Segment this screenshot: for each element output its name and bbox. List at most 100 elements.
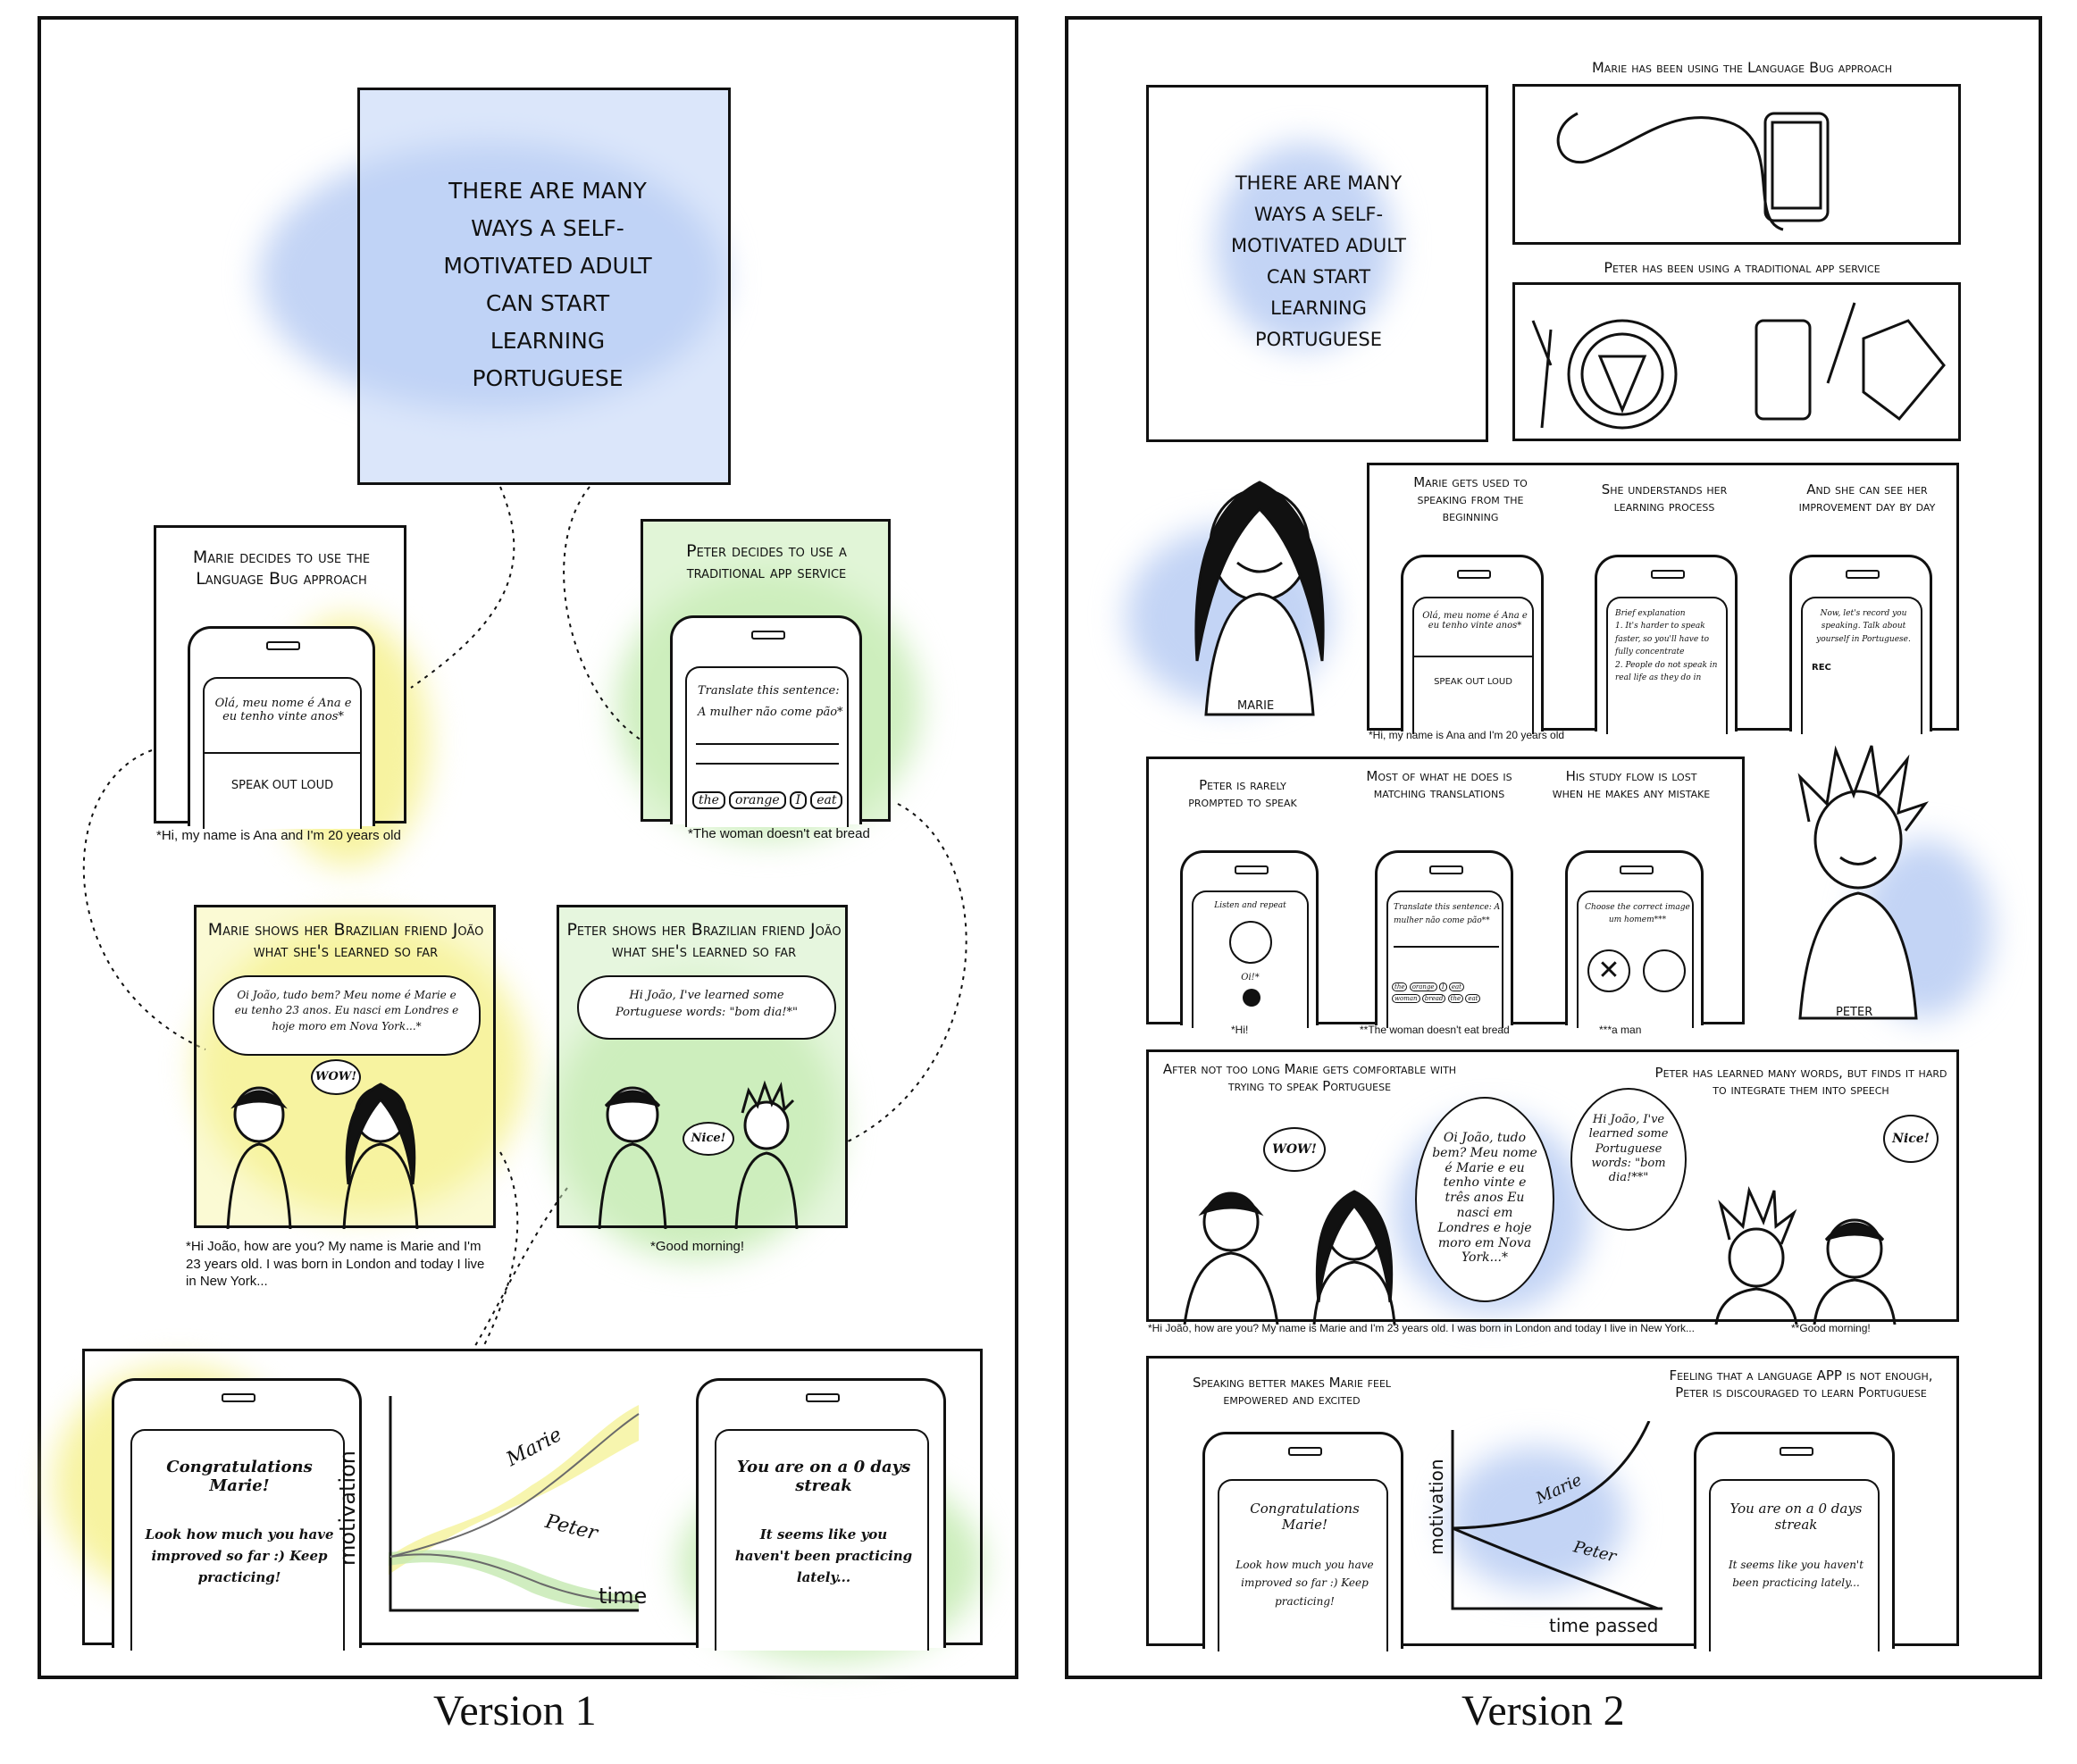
v1-word-chip[interactable]: orange [728, 791, 786, 809]
v2-final-left-heading: Speaking better makes Marie feel empower… [1192, 1375, 1392, 1408]
v1-marie-shows-panel: Marie shows her Brazilian friend João wh… [194, 905, 496, 1229]
v2-table-items-illustration [1531, 302, 1946, 430]
v2-marie-row-speak-button[interactable]: SPEAK OUT LOUD [1434, 677, 1512, 687]
v1-marie-speech-bubble: Oi João, tudo bem? Meu nome é Marie e eu… [213, 975, 481, 1056]
v2-peter-row-phone-2: Translate this sentence: A mulher não co… [1375, 850, 1513, 1028]
v1-word-chip[interactable]: the [692, 791, 725, 809]
v2-marie-character [1194, 481, 1325, 716]
v2-peter-row-caption-1: *Hi! [1231, 1024, 1249, 1036]
v1-final-panel: Congratulations Marie! Look how much you… [82, 1349, 983, 1651]
v1-streak-phone: You are on a 0 days streak It seems like… [696, 1378, 946, 1651]
v1-peter-phone-screen: Translate this sentence: A mulher não co… [685, 666, 849, 827]
v2-marie-speech-bubble: Oi João, tudo bem? Meu nome é Marie e eu… [1415, 1097, 1554, 1302]
v2-peter-row-heading-3: His study flow is lost when he makes any… [1552, 768, 1711, 801]
v2-peter-speech-bubble: Hi João, I've learned some Portuguese wo… [1570, 1088, 1687, 1231]
v1-marie-shows-heading: Marie shows her Brazilian friend João wh… [207, 920, 484, 961]
v1-yellow-wash-2 [197, 920, 527, 1215]
version1-label: Version 1 [433, 1687, 597, 1735]
v2-graph-ylabel: motivation [1426, 1459, 1447, 1555]
v2-comfort-figures [1183, 1185, 1897, 1325]
v2-marie-row-phone-3: Now, let's record you speaking. Talk abo… [1789, 555, 1932, 734]
v2-peter-row-heading-1: Peter is rarely prompted to speak [1188, 777, 1297, 810]
v2-peter-row-screen-text-1: Listen and repeat [1214, 901, 1286, 910]
v2-word-chip[interactable]: bread [1421, 994, 1446, 1004]
v2-marie-row-heading-3: And she can see her improvement day by d… [1798, 481, 1936, 514]
v2-peter-using-panel [1512, 282, 1961, 441]
v1-peter-decides-panel: Peter decides to use a traditional app s… [641, 519, 891, 827]
v1-congrats-body: Look how much you have improved so far :… [145, 1526, 334, 1585]
v1-marie-shows-figures [226, 1083, 419, 1229]
v2-choice-man-icon[interactable] [1643, 949, 1686, 992]
v1-marie-phone-text: Olá, meu nome é Ana e eu tenho vinte ano… [214, 697, 352, 723]
v2-marie-row-screen-1: Olá, meu nome é Ana e eu tenho vinte ano… [1412, 597, 1534, 734]
v2-peter-row-screen-text-3: Choose the correct image um homem*** [1585, 903, 1690, 925]
v2-intro-panel: THERE ARE MANY WAYS A SELF-MOTIVATED ADU… [1146, 85, 1488, 442]
version2-label: Version 2 [1461, 1687, 1625, 1735]
v2-peter-row-screen-text-2: Translate this sentence: A mulher não co… [1394, 903, 1501, 926]
v2-comfort-right-heading: Peter has learned many words, but finds … [1654, 1065, 1947, 1098]
v1-marie-speak-button[interactable]: SPEAK OUT LOUD [230, 779, 334, 792]
v1-marie-divider [205, 752, 360, 754]
v1-peter-caption: *The woman doesn't eat bread [688, 826, 870, 841]
v2-congrats-body: Look how much you have improved so far :… [1235, 1559, 1374, 1608]
v1-peter-speech-bubble: Hi João, I've learned some Portuguese wo… [577, 975, 836, 1040]
v2-word-chip[interactable]: woman [1392, 994, 1420, 1004]
v2-motivation-graph [1451, 1421, 1662, 1610]
v2-peter-row-screen-2: Translate this sentence: A mulher não co… [1386, 890, 1503, 1028]
v2-streak-body: It seems like you haven't been practicin… [1728, 1559, 1864, 1590]
v2-marie-row-panel: Marie gets used to speaking from the beg… [1367, 463, 1959, 734]
v2-marie-row-phone-2: Brief explanation 1. It's harder to spea… [1595, 555, 1738, 734]
v2-choice-wrong-icon[interactable]: ✕ [1587, 949, 1630, 992]
v1-word-chip[interactable]: eat [810, 791, 843, 809]
v1-congrats-title: Congratulations Marie! [166, 1458, 313, 1495]
v2-peter-row-caption-3: ***a man [1599, 1024, 1642, 1036]
v1-marie-phone: Olá, meu nome é Ana e eu tenho vinte ano… [188, 626, 375, 829]
v1-peter-line2 [696, 763, 839, 765]
v1-marie-phone-screen: Olá, meu nome é Ana e eu tenho vinte ano… [203, 677, 362, 829]
v2-peter-using-heading: Peter has been using a traditional app s… [1604, 259, 1880, 276]
v2-graph-xlabel: time passed [1549, 1615, 1659, 1636]
v2-streak-phone: You are on a 0 days streak It seems like… [1694, 1432, 1895, 1651]
v2-peter-row-caption-2: **The woman doesn't eat bread [1360, 1024, 1510, 1036]
v2-marie-row-heading-1: Marie gets used to speaking from the beg… [1413, 474, 1528, 524]
v2-wow-bubble: WOW! [1263, 1127, 1326, 1172]
v1-peter-shows-panel: Peter shows her Brazilian friend João wh… [557, 905, 848, 1229]
v2-streak-screen: You are on a 0 days streak It seems like… [1709, 1479, 1880, 1651]
v1-graph-xlabel: time [599, 1584, 648, 1609]
v2-peter-row-panel: Peter is rarely prompted to speak Most o… [1146, 757, 1745, 1028]
v2-peter-row-line [1394, 946, 1499, 948]
v2-peter-name: PETER [1836, 1006, 1873, 1019]
v2-congrats-phone: Congratulations Marie! Look how much you… [1202, 1432, 1403, 1651]
v2-word-chip[interactable]: the [1447, 994, 1464, 1004]
v2-comfort-left-heading: After not too long Marie gets comfortabl… [1162, 1061, 1457, 1094]
v2-peter-row-phone-3: Choose the correct image um homem*** ✕ [1565, 850, 1704, 1028]
v1-marie-caption: *Hi, my name is Ana and I'm 20 years old [156, 828, 401, 843]
v1-peter-phone: Translate this sentence: A mulher não co… [670, 615, 862, 827]
v1-peter-decides-heading: Peter decides to use a traditional app s… [686, 541, 847, 582]
v2-congrats-screen: Congratulations Marie! Look how much you… [1218, 1479, 1388, 1651]
v1-congrats-screen: Congratulations Marie! Look how much you… [130, 1429, 345, 1651]
v2-peter-row-word-chips: the orange I eat woman bread the eat [1392, 982, 1503, 1006]
v2-word-chip[interactable]: orange [1409, 982, 1437, 991]
v2-word-chip[interactable]: the [1392, 982, 1408, 991]
v2-word-chip[interactable]: eat [1448, 982, 1464, 991]
v1-word-chip[interactable]: I [789, 791, 808, 809]
v2-comfort-caption-left: *Hi João, how are you? My name is Marie … [1148, 1322, 1695, 1334]
v2-final-right-heading: Feeling that a language APP is not enoug… [1669, 1367, 1933, 1400]
v2-mic-icon[interactable] [1243, 989, 1260, 1007]
v2-peter-row-heading-2: Most of what he does is matching transla… [1366, 768, 1512, 801]
v2-word-chip[interactable]: eat [1465, 994, 1481, 1004]
v2-final-panel: Speaking better makes Marie feel empower… [1146, 1356, 1959, 1651]
v1-connectors [82, 486, 967, 1350]
v1-peter-shows-figures [598, 1080, 799, 1229]
v2-rec-button[interactable]: REC [1812, 663, 1831, 673]
v2-marie-row-screen-2: Brief explanation 1. It's harder to spea… [1606, 597, 1728, 734]
v1-marie-shows-caption: *Hi João, how are you? My name is Marie … [186, 1239, 485, 1289]
v2-nice-bubble: Nice! [1883, 1115, 1939, 1163]
version1-frame [38, 16, 1018, 1679]
v2-word-chip[interactable]: I [1438, 982, 1447, 991]
v2-congrats-title: Congratulations Marie! [1250, 1501, 1360, 1533]
v2-marie-using-heading: Marie has been using the Language Bug ap… [1592, 59, 1892, 76]
